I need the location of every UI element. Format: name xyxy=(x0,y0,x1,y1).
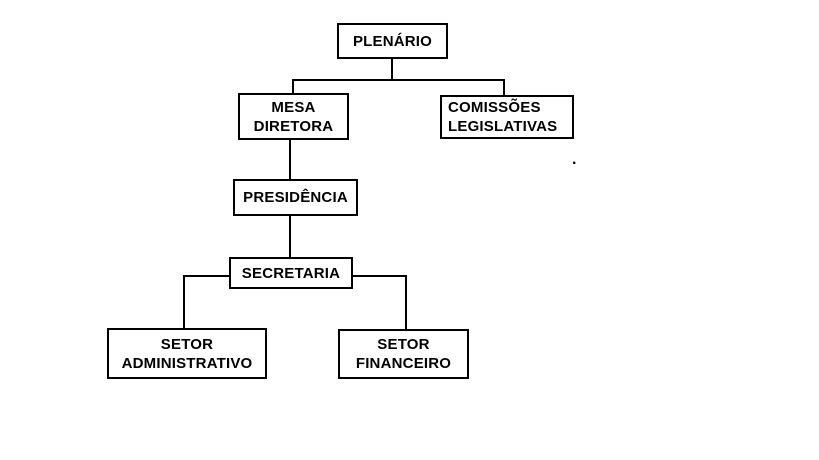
connector-secretaria-setor-administrativo xyxy=(183,275,185,328)
connector-plenario-drop xyxy=(391,58,393,81)
org-node-comissoes-legislativas: COMISSÕES LEGISLATIVAS xyxy=(440,95,574,139)
connector-mesa-presidencia xyxy=(289,140,291,179)
org-node-mesa-diretora: MESA DIRETORA xyxy=(238,93,349,140)
connector-drop-comissoes xyxy=(503,79,505,95)
org-node-presidencia: PRESIDÊNCIA xyxy=(233,179,358,216)
org-node-setor-administrativo: SETOR ADMINISTRATIVO xyxy=(107,328,267,379)
connector-top-horizontal xyxy=(292,79,505,81)
org-node-plenario: PLENÁRIO xyxy=(337,23,448,59)
stray-period-mark: . xyxy=(572,151,577,168)
connector-secretaria-left-horizontal xyxy=(183,275,229,277)
org-node-secretaria: SECRETARIA xyxy=(229,257,353,289)
org-node-setor-financeiro: SETOR FINANCEIRO xyxy=(338,329,469,379)
connector-secretaria-right-horizontal xyxy=(353,275,407,277)
connector-presidencia-secretaria xyxy=(289,216,291,257)
connector-secretaria-setor-financeiro xyxy=(405,275,407,329)
connector-drop-mesa-diretora xyxy=(292,79,294,93)
